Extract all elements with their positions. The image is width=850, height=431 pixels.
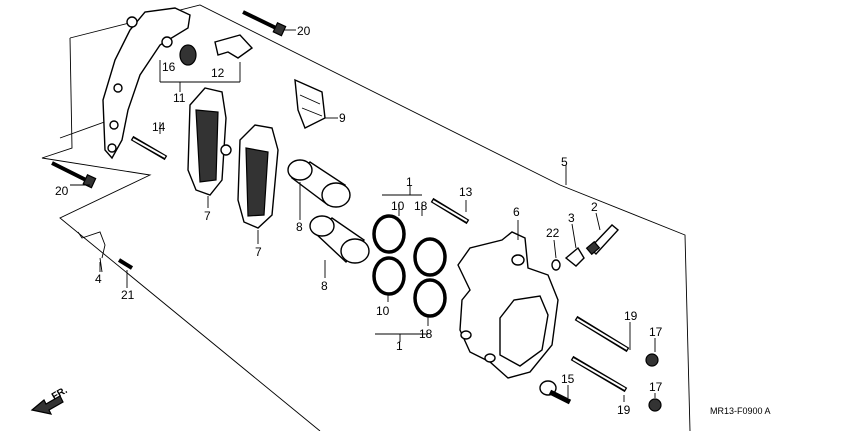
label-20-top: 20	[297, 24, 311, 38]
pin-19-upper	[574, 315, 630, 353]
direction-label: FR.	[50, 385, 70, 403]
label-8-lower: 8	[321, 279, 328, 293]
seal-18-upper	[413, 237, 447, 277]
brake-pad-7-left	[187, 87, 227, 196]
caliper-bracket	[102, 7, 191, 160]
label-20-bottom: 20	[55, 184, 69, 198]
label-21: 21	[121, 288, 135, 302]
label-1-top: 1	[406, 175, 413, 189]
seal-18-lower	[413, 278, 447, 318]
bleeder-screw-2	[585, 224, 620, 256]
leader-lines	[70, 29, 656, 402]
part-number-labels: 20 16 12 11 9 14 20 7 7 8 8 1 10 18 10 1…	[55, 24, 663, 417]
bolt-15	[539, 380, 572, 405]
label-12: 12	[211, 66, 225, 80]
label-10-upper: 10	[391, 199, 405, 213]
diagram-code: MR13-F0900 A	[710, 406, 771, 416]
piston-8-lower	[309, 215, 370, 264]
label-5: 5	[561, 155, 568, 169]
pad-spring-9	[294, 78, 326, 129]
label-18-upper: 18	[414, 199, 428, 213]
piston-8-upper	[287, 159, 351, 208]
label-15: 15	[561, 372, 575, 386]
label-13: 13	[459, 185, 473, 199]
label-9: 9	[339, 111, 346, 125]
seal-10-lower	[372, 256, 406, 296]
caliper-body-6	[457, 231, 559, 379]
pad-spring-12	[214, 34, 254, 59]
pin-19-lower	[570, 355, 628, 393]
label-2: 2	[591, 200, 598, 214]
label-10-lower: 10	[376, 304, 390, 318]
label-19-lower: 19	[617, 403, 631, 417]
bolt-20-bottom	[51, 161, 97, 189]
pin-14	[130, 135, 168, 161]
spring-clip-4	[77, 231, 106, 273]
label-14: 14	[152, 120, 166, 134]
label-11: 11	[173, 91, 186, 105]
label-3: 3	[568, 211, 575, 225]
label-8-upper: 8	[296, 220, 303, 234]
label-19-upper: 19	[624, 309, 638, 323]
plug-17-lower	[648, 398, 662, 412]
label-7-right: 7	[255, 245, 262, 259]
label-1-bottom: 1	[396, 339, 403, 353]
front-direction-arrow: FR.	[30, 385, 70, 415]
label-16: 16	[162, 60, 176, 74]
label-18-lower: 18	[419, 327, 433, 341]
label-17-lower: 17	[649, 380, 663, 394]
plug-17-upper	[645, 353, 659, 367]
washer-22	[551, 259, 561, 271]
label-4: 4	[95, 272, 102, 286]
bolt-20-top	[242, 10, 287, 37]
screw-21	[117, 258, 134, 270]
pin-13	[430, 197, 470, 225]
label-7-left: 7	[204, 209, 211, 223]
label-17-upper: 17	[649, 325, 663, 339]
boot-16	[179, 44, 197, 66]
label-22: 22	[546, 226, 560, 240]
label-6: 6	[513, 205, 520, 219]
seal-10-upper	[372, 214, 406, 254]
brake-pad-7-right	[220, 124, 279, 229]
bleeder-cap-3	[564, 246, 585, 267]
